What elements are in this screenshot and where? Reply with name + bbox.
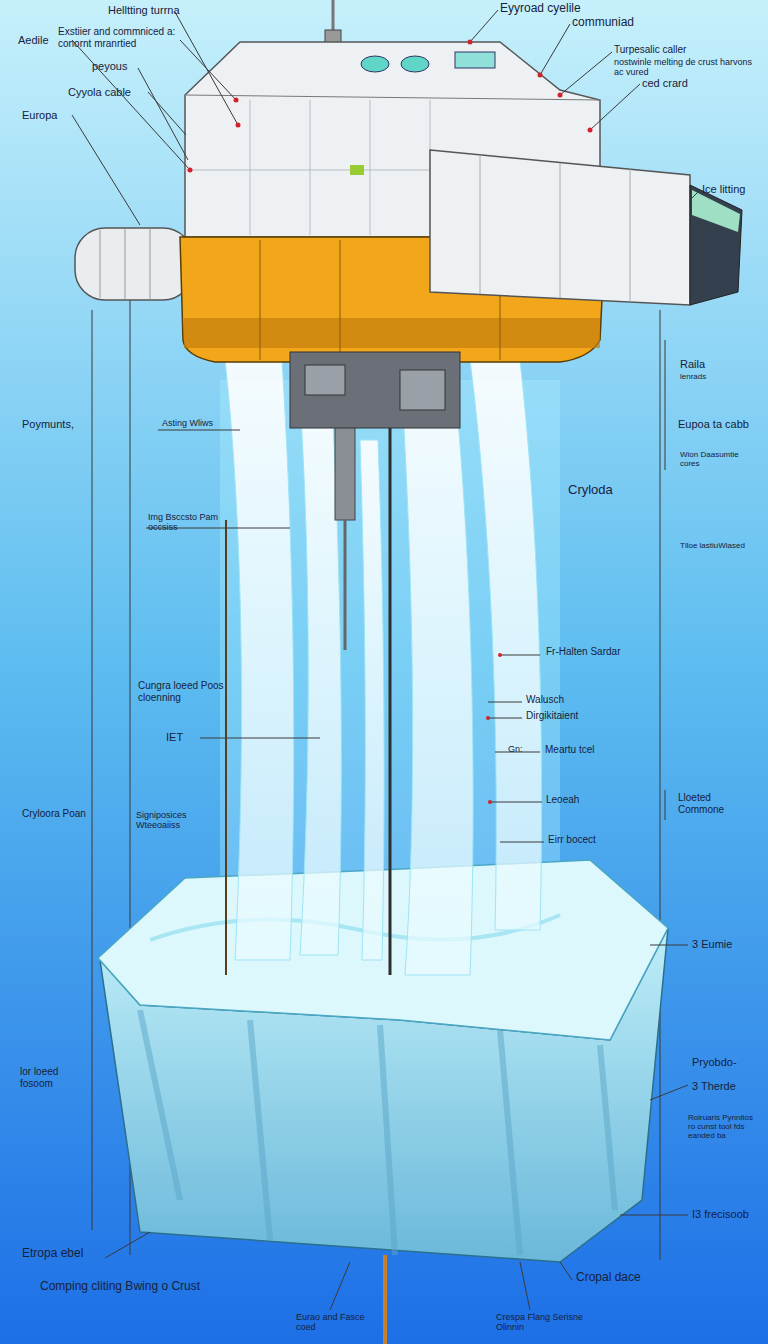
callout-label: Pryobdo- bbox=[692, 1056, 762, 1069]
melt-water bbox=[225, 360, 542, 975]
callout-label: Poymunts, bbox=[22, 418, 102, 431]
callout-label: Raila bbox=[680, 358, 740, 371]
callout-label: Dirgikitaient bbox=[526, 710, 626, 722]
callout-label: I3 frecisoob bbox=[692, 1208, 762, 1221]
callout-label: Cryloda bbox=[568, 483, 648, 498]
callout-label: Gn: bbox=[508, 744, 538, 754]
callout-label: Ice litting bbox=[702, 183, 762, 196]
callout-label: Eupoa ta cabb bbox=[678, 418, 762, 431]
callout-label: Signiposices Wteeoaiiss bbox=[136, 810, 216, 831]
probe-tube bbox=[335, 420, 355, 520]
callout-label: Tlloe lastiuWiased bbox=[680, 541, 760, 550]
base-cable bbox=[383, 1255, 387, 1344]
callout-label: Wion Daasumtie cores bbox=[680, 450, 760, 468]
drill-pipe bbox=[389, 420, 392, 975]
callout-label: peyous bbox=[92, 60, 152, 73]
callout-label: lenrads bbox=[680, 372, 740, 381]
callout-label: IET bbox=[166, 731, 196, 744]
right-thruster bbox=[430, 150, 742, 305]
callout-label: ced crard bbox=[642, 77, 722, 90]
callout-label: Asting Wliws bbox=[162, 418, 222, 428]
callout-label: Comping cliting Bwing o Crust bbox=[40, 1280, 260, 1294]
callout-label: Cryloora Poan bbox=[22, 808, 86, 820]
callout-label: Img Bsccsto Pam occsiss bbox=[148, 512, 228, 533]
callout-label: Eyyroad cyelile bbox=[500, 2, 610, 16]
callout-label: Leoeah bbox=[546, 794, 616, 806]
callout-label: Exstiier and commniced a: conornt mranrt… bbox=[58, 26, 180, 49]
callout-label: Cungra loeed Poos cloenning bbox=[138, 680, 248, 703]
callout-label: Cyyola cable bbox=[68, 86, 158, 99]
left-engine bbox=[75, 228, 193, 300]
callout-label: communiad bbox=[572, 16, 662, 30]
callout-label: Fr-Halten Sardar bbox=[546, 646, 646, 658]
callout-label: Eirr bocect bbox=[548, 834, 638, 846]
callout-label: Roiruaris Pynnitos ro cunst tool fds ean… bbox=[688, 1113, 762, 1141]
callout-label: Europa bbox=[22, 109, 82, 122]
callout-label: 3 Therde bbox=[692, 1080, 762, 1093]
callout-label: Meartu tcel bbox=[545, 744, 635, 756]
callout-label: nostwinle melting de crust harvons ac vu… bbox=[614, 57, 754, 78]
callout-label: Walusch bbox=[526, 694, 606, 706]
callout-label: Helltting turrna bbox=[108, 4, 218, 17]
callout-label: Turpesalic caller bbox=[614, 44, 744, 56]
machinery bbox=[290, 352, 460, 428]
callout-label: Cropal dace bbox=[576, 1271, 666, 1285]
callout-label: 3 Eumie bbox=[692, 938, 762, 951]
callout-label: Crespa Flang Serisne Olinnin bbox=[496, 1312, 586, 1333]
callout-label: lor loeed fosoom bbox=[20, 1066, 84, 1089]
callout-label: Eurao and Fasce coed bbox=[296, 1312, 366, 1333]
callout-label: Etropa ebel bbox=[22, 1247, 112, 1261]
callout-label: Lloeted Commone bbox=[678, 792, 758, 815]
